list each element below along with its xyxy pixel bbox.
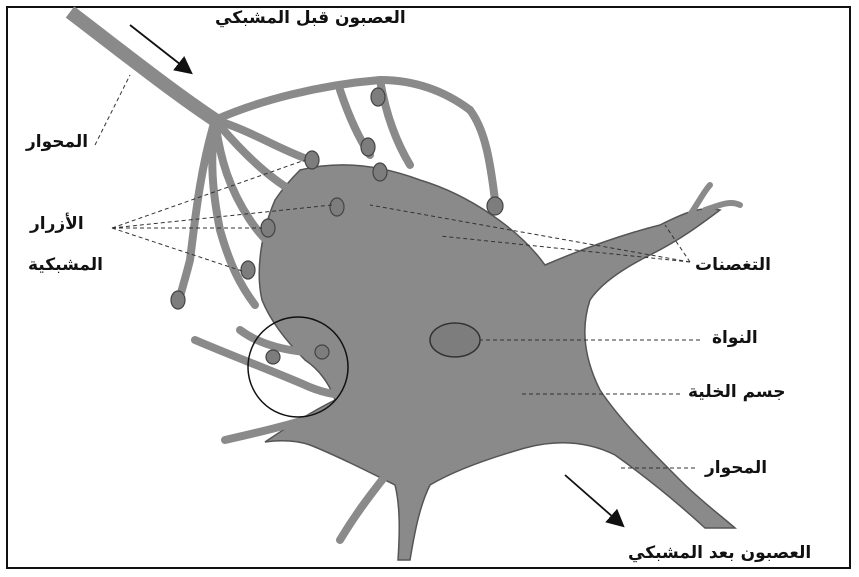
nucleus — [430, 323, 480, 357]
label-presynaptic: العصبون قبل المشبكي — [215, 8, 406, 28]
arrow-out — [565, 475, 622, 525]
label-buttons-line2: المشبكية — [28, 255, 103, 275]
label-axon-bottom: المحوار — [705, 458, 767, 478]
label-buttons-line1: الأزرار — [30, 214, 84, 234]
cell-body — [259, 165, 735, 560]
label-nucleus: النواة — [712, 328, 758, 348]
presynaptic-axon — [70, 12, 215, 120]
dendrite-bottom-left — [340, 470, 390, 540]
label-postsynaptic: العصبون بعد المشبكي — [628, 543, 811, 563]
label-axon-top: المحوار — [26, 132, 88, 152]
dendrite-right-tip-2 — [705, 203, 740, 210]
label-dendrites: التغصنات — [695, 255, 771, 275]
label-cell-body: جسم الخلية — [688, 382, 785, 402]
